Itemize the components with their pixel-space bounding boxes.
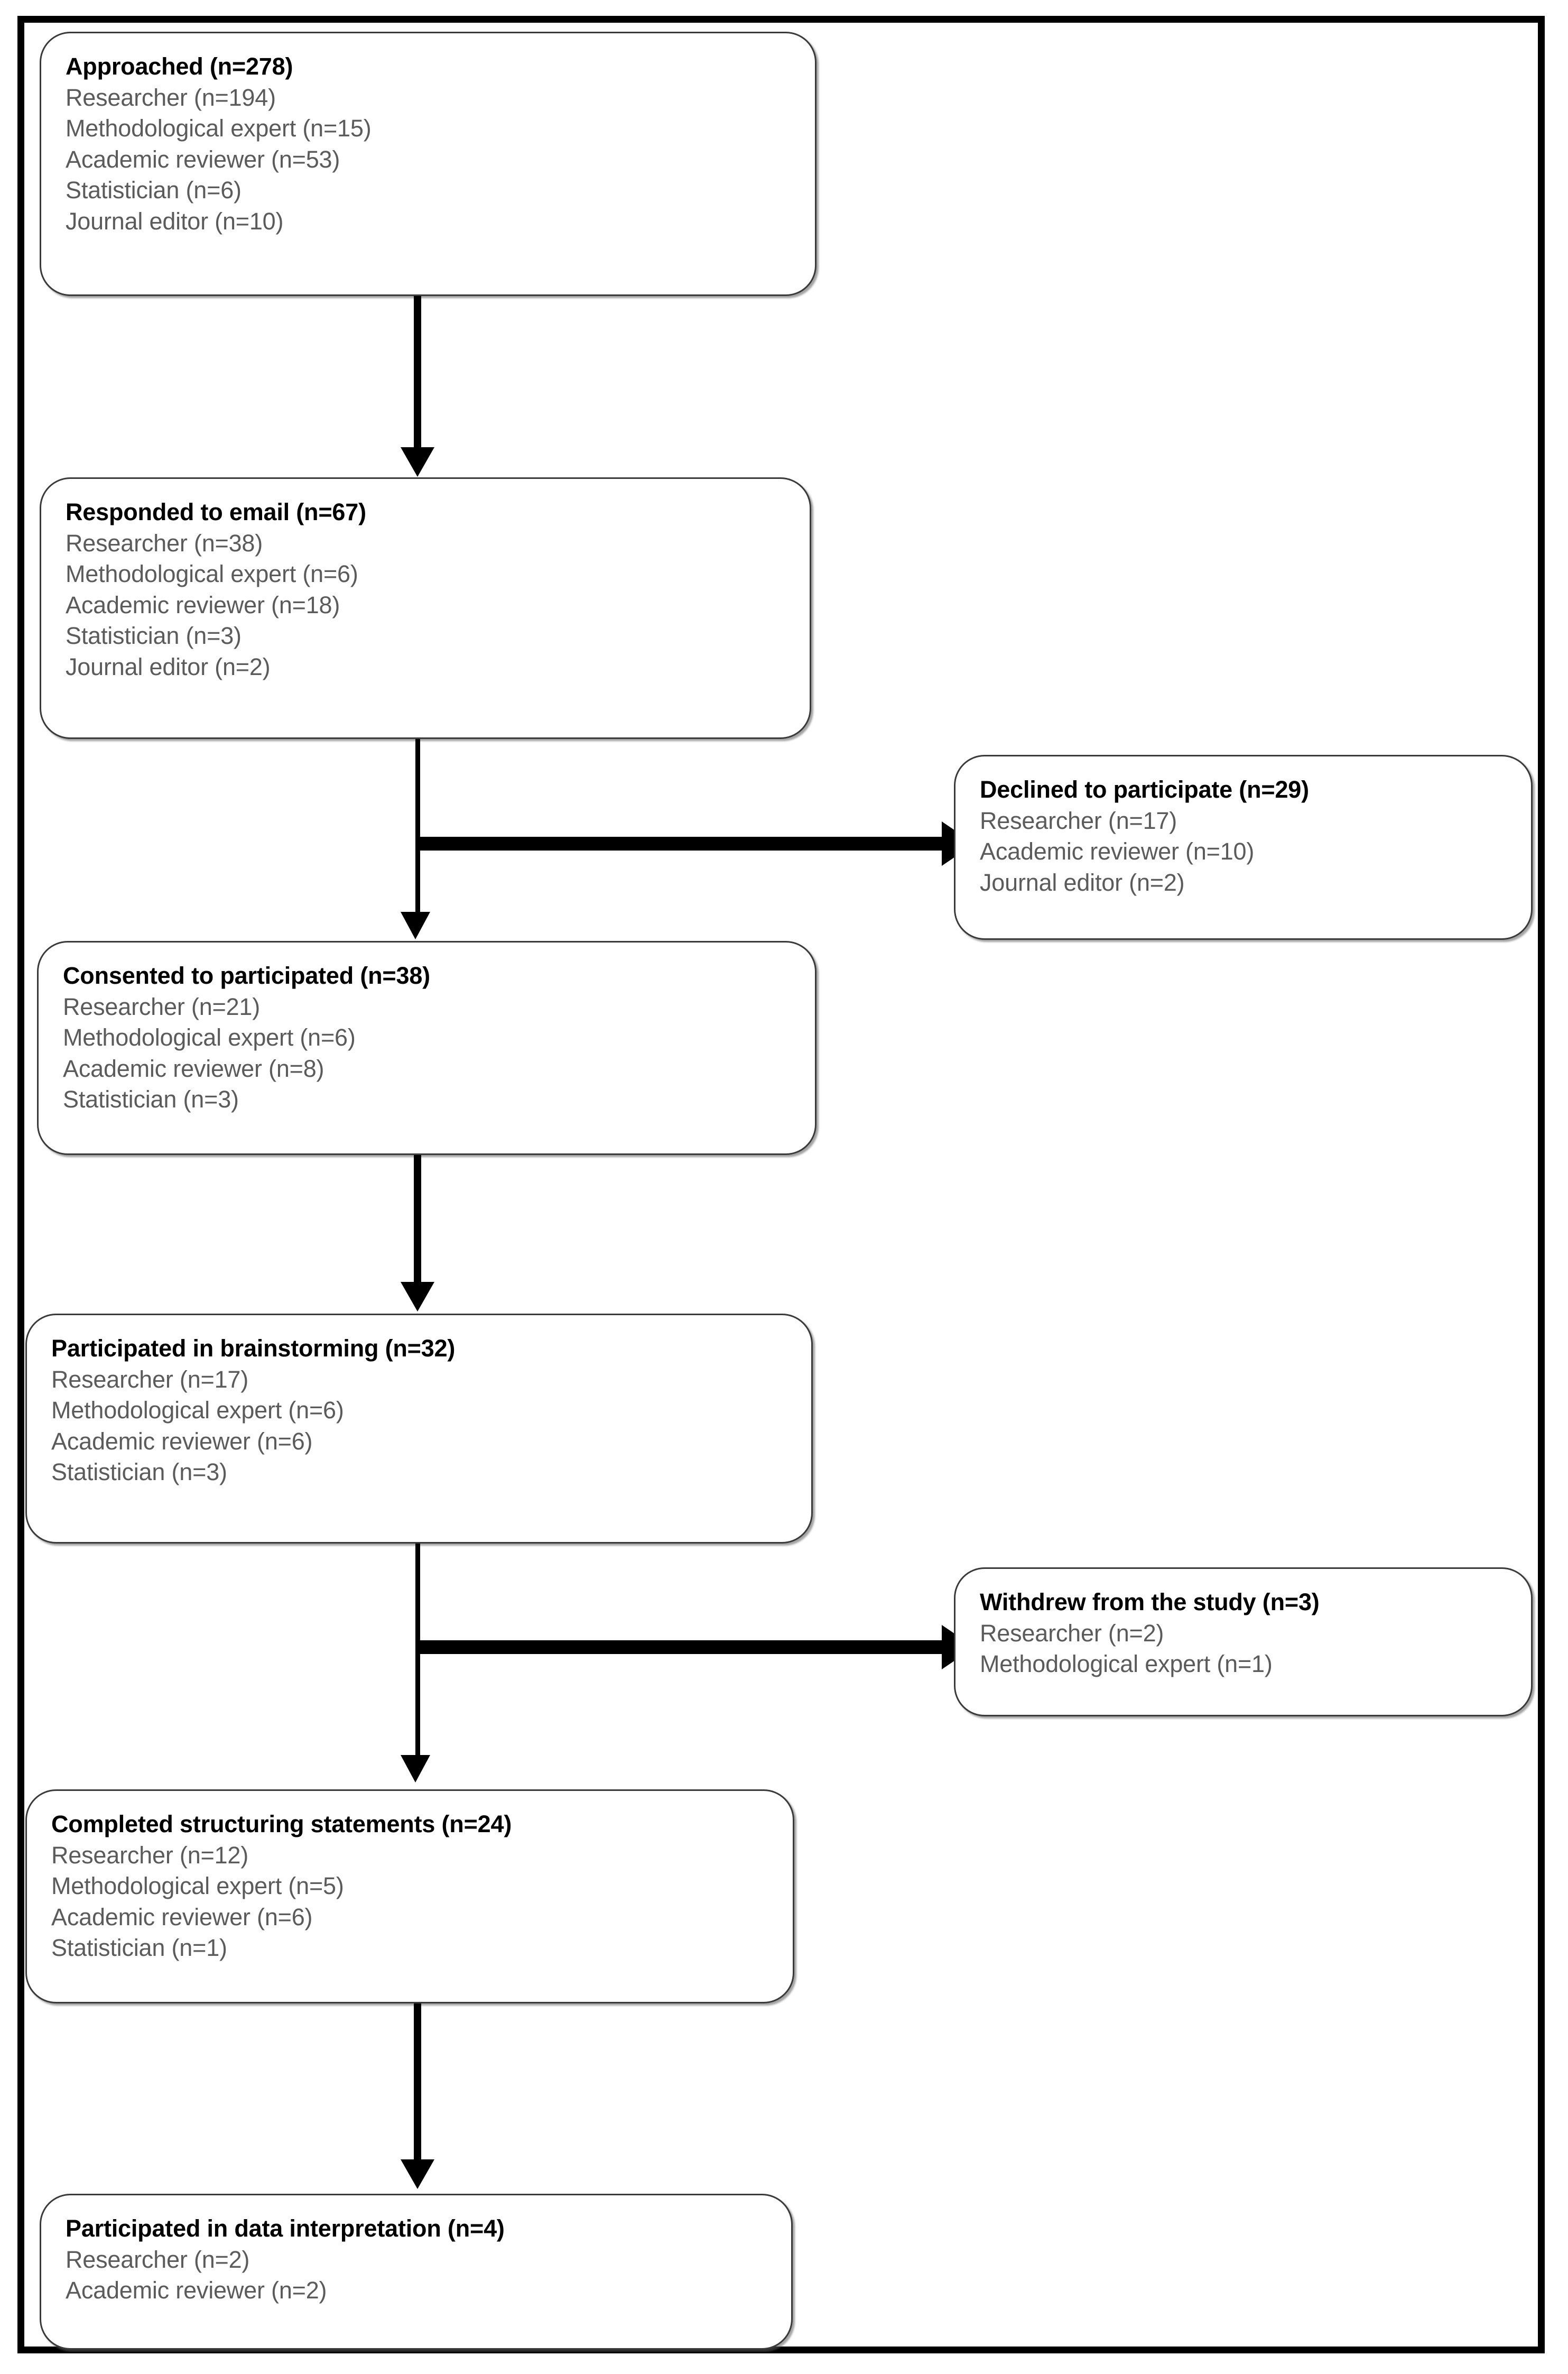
box-line-brainstorming-1: Methodological expert (n=6) (51, 1397, 344, 1424)
box-line-brainstorming-2: Academic reviewer (n=6) (51, 1427, 313, 1455)
box-line-interpretation-0: Researcher (n=2) (66, 2246, 250, 2273)
box-line-responded-2: Academic reviewer (n=18) (66, 591, 340, 618)
flow-box-interpretation: Participated in data interpretation (n=4… (40, 2194, 793, 2350)
box-line-declined-0: Researcher (n=17) (980, 807, 1177, 834)
box-line-withdrew-0: Researcher (n=2) (980, 1619, 1164, 1647)
box-title-brainstorming: Participated in brainstorming (n=32) (51, 1335, 456, 1362)
arrowhead-approached-to-responded (401, 447, 434, 477)
arrowhead-structuring-to-interpretation (401, 2159, 434, 2189)
box-title-declined: Declined to participate (n=29) (980, 776, 1309, 803)
box-line-responded-3: Statistician (n=3) (66, 622, 242, 649)
box-title-approached: Approached (n=278) (66, 53, 293, 80)
arrowhead-brainstorming-to-structuring (401, 1755, 430, 1782)
box-line-consented-0: Researcher (n=21) (63, 993, 261, 1020)
box-title-withdrew: Withdrew from the study (n=3) (980, 1588, 1320, 1615)
box-line-declined-2: Journal editor (n=2) (980, 869, 1185, 896)
connector-brainstorming-to-withdrew (415, 1640, 953, 1654)
box-line-responded-4: Journal editor (n=2) (66, 653, 271, 680)
box-line-structuring-2: Academic reviewer (n=6) (51, 1903, 313, 1930)
connector-approached-to-responded (414, 296, 421, 449)
box-line-approached-3: Statistician (n=6) (66, 177, 242, 204)
box-line-withdrew-1: Methodological expert (n=1) (980, 1650, 1273, 1677)
box-line-brainstorming-0: Researcher (n=17) (51, 1365, 249, 1393)
box-line-brainstorming-3: Statistician (n=3) (51, 1458, 227, 1485)
arrowhead-responded-to-consented (401, 912, 430, 939)
box-title-interpretation: Participated in data interpretation (n=4… (66, 2215, 505, 2242)
box-line-structuring-3: Statistician (n=1) (51, 1934, 227, 1961)
box-title-consented: Consented to participated (n=38) (63, 962, 430, 989)
arrowhead-consented-to-brainstorming (401, 1282, 434, 1311)
flow-box-approached: Approached (n=278) Researcher (n=194) Me… (40, 32, 817, 296)
box-line-structuring-1: Methodological expert (n=5) (51, 1872, 344, 1899)
flow-box-brainstorming: Participated in brainstorming (n=32) Res… (25, 1314, 813, 1544)
flow-box-structuring: Completed structuring statements (n=24) … (25, 1789, 794, 2003)
connector-consented-to-brainstorming (414, 1155, 421, 1285)
flow-box-consented: Consented to participated (n=38) Researc… (37, 941, 817, 1155)
flow-box-withdrew: Withdrew from the study (n=3) Researcher… (954, 1567, 1533, 1716)
box-line-approached-4: Journal editor (n=10) (66, 207, 284, 235)
box-title-responded: Responded to email (n=67) (66, 498, 366, 525)
flow-box-responded: Responded to email (n=67) Researcher (n=… (40, 477, 811, 739)
box-line-approached-1: Methodological expert (n=15) (66, 115, 372, 142)
box-line-interpretation-1: Academic reviewer (n=2) (66, 2277, 327, 2304)
box-line-consented-2: Academic reviewer (n=8) (63, 1055, 324, 1082)
box-title-structuring: Completed structuring statements (n=24) (51, 1810, 512, 1837)
box-line-responded-1: Methodological expert (n=6) (66, 560, 358, 587)
box-line-responded-0: Researcher (n=38) (66, 529, 263, 557)
box-line-approached-0: Researcher (n=194) (66, 84, 276, 111)
connector-structuring-to-interpretation (414, 2003, 421, 2162)
box-line-consented-3: Statistician (n=3) (63, 1086, 239, 1113)
flow-box-declined: Declined to participate (n=29) Researche… (954, 755, 1533, 940)
box-line-consented-1: Methodological expert (n=6) (63, 1024, 356, 1051)
box-line-approached-2: Academic reviewer (n=53) (66, 145, 340, 173)
connector-responded-to-declined (415, 837, 953, 851)
box-line-declined-1: Academic reviewer (n=10) (980, 838, 1255, 865)
box-line-structuring-0: Researcher (n=12) (51, 1841, 249, 1869)
connector-responded-to-consented (415, 739, 420, 919)
